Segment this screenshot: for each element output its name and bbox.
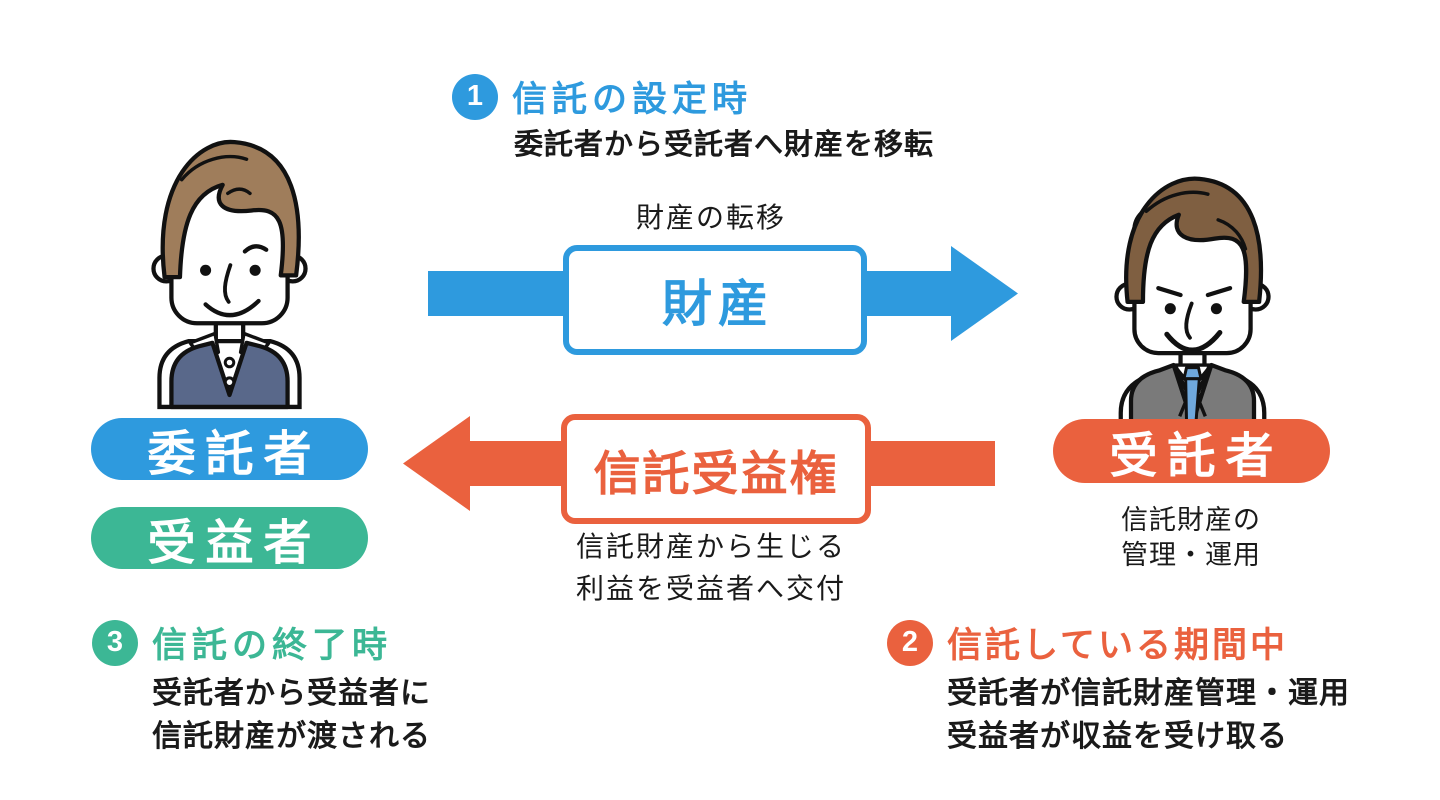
beneficiary-badge: 受益者 <box>91 507 368 570</box>
trustee-badge: 受託者 <box>1053 419 1330 483</box>
step1-subtitle: 委託者から受託者へ財産を移転 <box>514 129 935 161</box>
step1-number-badge: 1 <box>452 73 498 120</box>
step2-number-badge: 2 <box>887 619 933 666</box>
benefit-caption-line2: 利益を受益者へ交付 <box>575 573 846 604</box>
benefit-caption-line1: 信託財産から生じる <box>575 531 846 562</box>
settlor-person-icon <box>151 139 308 410</box>
transfer-arrow-head <box>951 246 1018 341</box>
trustee-person-icon <box>1114 176 1271 426</box>
step3-line2: 信託財産が渡される <box>152 720 431 753</box>
transfer-arrow-caption: 財産の転移 <box>635 202 786 233</box>
step3-title: 信託の終了時 <box>152 626 393 665</box>
step2-line2: 受益者が収益を受け取る <box>947 720 1288 753</box>
trustee-note-line1: 信託財産の <box>1121 505 1261 535</box>
step3-header: 3 信託の終了時 <box>92 617 392 668</box>
step2-header: 2 信託している期間中 <box>887 617 1288 668</box>
transfer-box-label: 財産 <box>662 276 774 332</box>
step2-title: 信託している期間中 <box>947 626 1288 665</box>
benefit-box: 信託受益権 <box>561 414 871 524</box>
benefit-arrow-caption: 信託財産から生じる 利益を受益者へ交付 <box>511 526 911 610</box>
transfer-box: 財産 <box>563 245 867 355</box>
benefit-box-label: 信託受益権 <box>593 446 839 500</box>
step3-number-badge: 3 <box>92 619 138 666</box>
trustee-note-line2: 管理・運用 <box>1121 540 1261 570</box>
benefit-arrow-head <box>403 416 470 511</box>
step1-title: 信託の設定時 <box>512 80 753 119</box>
step1-header: 1 信託の設定時 <box>452 71 752 122</box>
step3-line1: 受託者から受益者に <box>152 677 431 710</box>
settlor-badge: 委託者 <box>91 418 368 481</box>
step2-line1: 受託者が信託財産管理・運用 <box>947 677 1350 710</box>
trustee-note: 信託財産の 管理・運用 <box>1041 503 1341 573</box>
